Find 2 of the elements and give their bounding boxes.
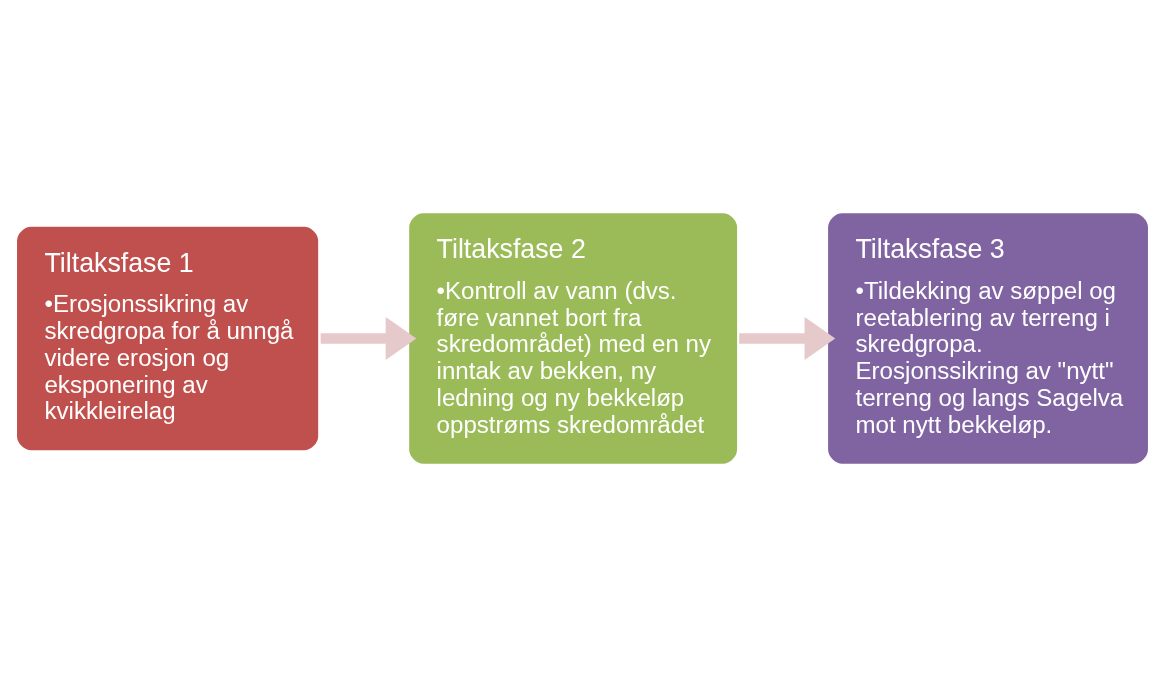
arrow bbox=[320, 316, 417, 361]
arrow bbox=[739, 316, 836, 361]
